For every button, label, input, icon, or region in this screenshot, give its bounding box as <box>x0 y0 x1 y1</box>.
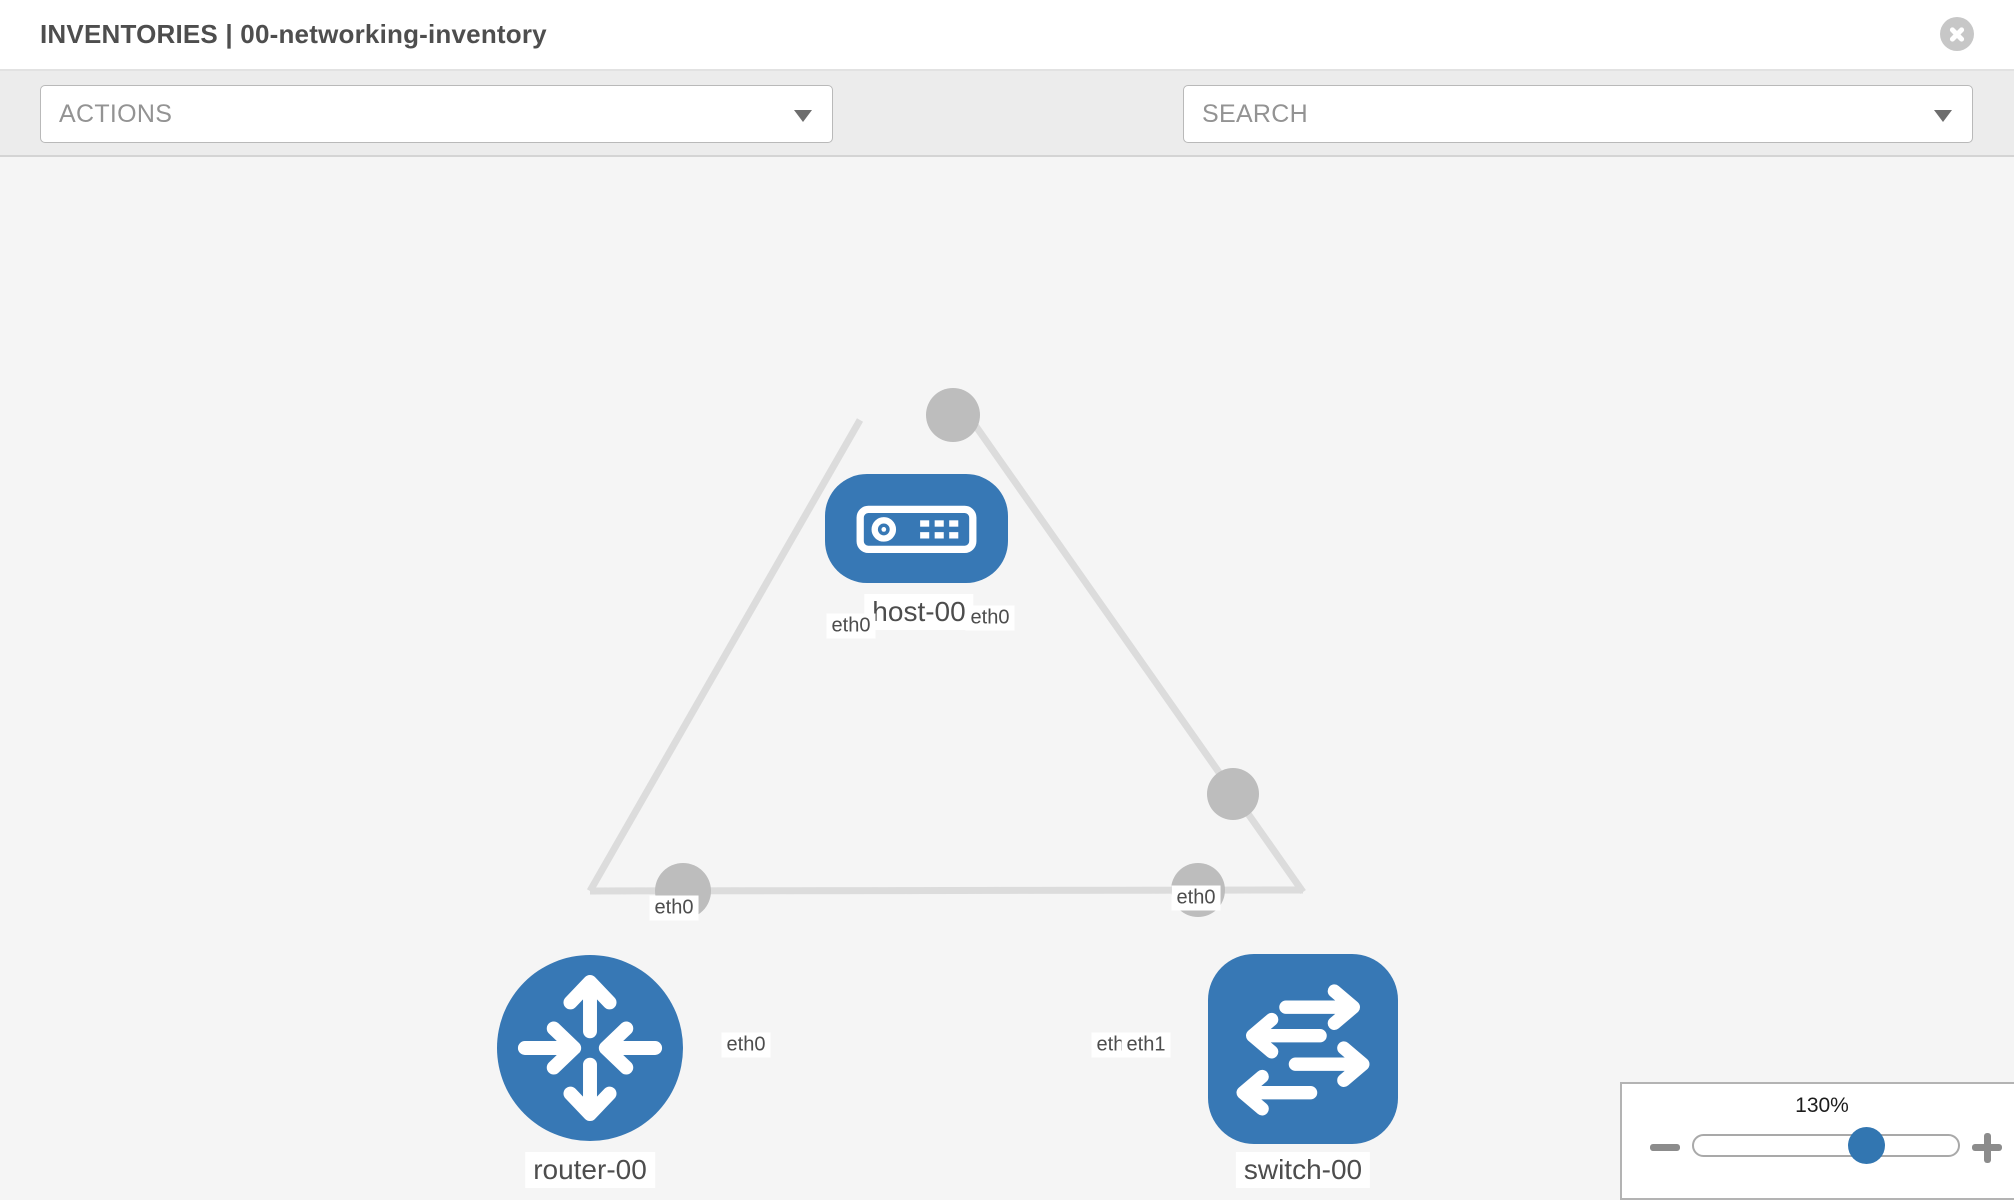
actions-dropdown-label: ACTIONS <box>59 100 173 128</box>
links-layer <box>586 388 1306 919</box>
port-label-link-host-router: eth0 <box>649 895 699 921</box>
zoom-panel: 130% <box>1620 1082 2014 1200</box>
chevron-down-icon <box>794 110 812 122</box>
actions-dropdown[interactable]: ACTIONS <box>40 85 833 143</box>
port-label-host-right: eth0 <box>965 605 1015 631</box>
zoom-slider-handle[interactable] <box>1848 1127 1885 1164</box>
minus-icon <box>1650 1144 1680 1151</box>
node-router[interactable] <box>497 955 683 1141</box>
node-label-switch[interactable]: switch-00 <box>1235 1152 1371 1188</box>
link-host-router[interactable] <box>586 418 864 893</box>
router-icon <box>517 974 663 1122</box>
host-icon <box>856 505 977 554</box>
host-port-circle[interactable] <box>926 388 980 442</box>
node-label-router[interactable]: router-00 <box>525 1152 655 1188</box>
toolbar: ACTIONS SEARCH <box>0 71 2014 206</box>
zoom-out-button[interactable] <box>1648 1130 1682 1164</box>
zoom-level: 130% <box>1795 1094 1849 1117</box>
chevron-down-icon <box>1934 110 1952 122</box>
port-label-host-left: eth0 <box>826 613 876 639</box>
switch-top-port-circle[interactable] <box>1207 768 1259 820</box>
port-label-switch-eth1: eth1 <box>1121 1032 1171 1058</box>
page-title: INVENTORIES | 00-networking-inventory <box>40 19 547 49</box>
link-host-switch[interactable] <box>972 422 1306 895</box>
node-label-host[interactable]: host-00 <box>864 594 974 630</box>
port-label-link-host-switch: eth0 <box>1171 885 1221 911</box>
zoom-in-button[interactable] <box>1970 1130 2004 1164</box>
search-dropdown-label: SEARCH <box>1202 100 1308 128</box>
zoom-slider-track[interactable] <box>1692 1134 1960 1157</box>
plus-icon <box>1983 1132 1991 1163</box>
search-dropdown[interactable]: SEARCH <box>1183 85 1973 143</box>
node-switch[interactable] <box>1208 954 1398 1144</box>
close-icon[interactable] <box>1940 17 1974 51</box>
topology-canvas[interactable]: host-00 router-00 switch-00 eth0 eth0 et… <box>0 157 2014 1200</box>
header: INVENTORIES | 00-networking-inventory <box>0 0 2014 71</box>
port-label-router-eth0: eth0 <box>721 1032 771 1058</box>
switch-icon <box>1236 984 1370 1116</box>
node-host[interactable] <box>825 474 1008 583</box>
